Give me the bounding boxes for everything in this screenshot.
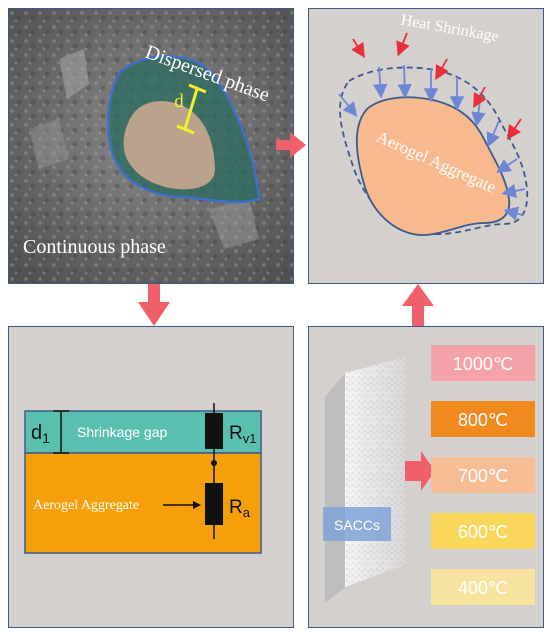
- resistor-rv1: [205, 413, 223, 449]
- circuit-node: [211, 460, 217, 466]
- saccs-label-box: [323, 507, 391, 541]
- gap-measure-line: [183, 88, 199, 130]
- temperature-label: 600℃: [458, 522, 508, 542]
- shrink-arrow: [373, 66, 388, 99]
- arrow-sem-to-model: [138, 284, 170, 326]
- sem-svg: d Dispersed phase Continuous phase: [9, 9, 293, 283]
- temperature-arrow: [405, 451, 435, 491]
- aggregate-particle: [123, 101, 215, 190]
- temperature-box: [431, 345, 535, 381]
- heat-arrow: [396, 32, 410, 57]
- resistance-model-panel: d1 Shrinkage gap Aerogel Aggregate Rv1 R…: [8, 326, 294, 628]
- shrink-arrow: [486, 120, 500, 148]
- slab-side-face: [325, 373, 345, 603]
- temperature-panel: SACCs 1000℃ 800℃ 700℃ 600℃ 400℃: [308, 326, 544, 628]
- shrink-arrow: [501, 183, 526, 198]
- arrow-temp-to-shrink: [402, 284, 434, 326]
- gap-symbol-d1: d1: [31, 422, 50, 446]
- label-pointer-arrowhead: [193, 501, 201, 509]
- sem-panel: d Dispersed phase Continuous phase: [8, 8, 294, 284]
- shrink-arrow: [496, 158, 518, 173]
- temperature-box: [431, 569, 535, 605]
- shrink-arrow: [397, 64, 412, 99]
- shrinkage-gap-label: Shrinkage gap: [77, 424, 168, 440]
- shrinkage-svg: Heat Shrinkage Aerogel Aggregate: [338, 12, 529, 236]
- heat-arrow: [435, 58, 449, 81]
- model-svg: d1 Shrinkage gap Aerogel Aggregate Rv1 R…: [24, 403, 262, 554]
- sem-particle: [29, 119, 69, 169]
- red-heat-arrows: [351, 32, 522, 140]
- gap-measure-cap: [188, 83, 207, 94]
- temperature-box: [431, 513, 535, 549]
- shrink-arrow: [338, 93, 358, 117]
- resistor-ra-label: Ra: [229, 497, 251, 520]
- resistor-ra: [205, 483, 223, 525]
- heat-shrinkage-panel: Heat Shrinkage Aerogel Aggregate: [308, 8, 544, 284]
- heat-arrow: [507, 118, 522, 140]
- heat-shrinkage-title: Heat Shrinkage: [400, 12, 501, 46]
- shrunken-aggregate-shape: [355, 96, 511, 236]
- heat-arrow: [473, 86, 487, 109]
- temperature-list: 1000℃ 800℃ 700℃ 600℃ 400℃: [431, 345, 535, 605]
- resistor-rv1-label: Rv1: [229, 423, 256, 446]
- aggregate-layer-label: Aerogel Aggregate: [33, 498, 139, 513]
- original-boundary-dashed: [339, 66, 529, 236]
- sem-particle: [209, 199, 259, 249]
- temperature-label: 400℃: [458, 578, 508, 598]
- temperature-svg: SACCs 1000℃ 800℃ 700℃ 600℃ 400℃: [323, 345, 535, 605]
- slab-texture: [345, 357, 405, 587]
- continuous-phase-label: Continuous phase: [23, 236, 166, 258]
- temperature-box: [431, 401, 535, 437]
- gap-measure-cap: [176, 124, 195, 135]
- temperature-label: 700℃: [458, 466, 508, 486]
- saccs-label: SACCs: [334, 517, 380, 533]
- shrink-arrow: [503, 206, 524, 221]
- gap-symbol-d: d: [174, 91, 184, 112]
- temperature-label: 1000℃: [453, 354, 513, 374]
- sem-particle: [59, 49, 89, 99]
- heat-arrow: [351, 38, 365, 59]
- temperature-label: 800℃: [458, 410, 508, 430]
- temperature-box: [431, 457, 535, 493]
